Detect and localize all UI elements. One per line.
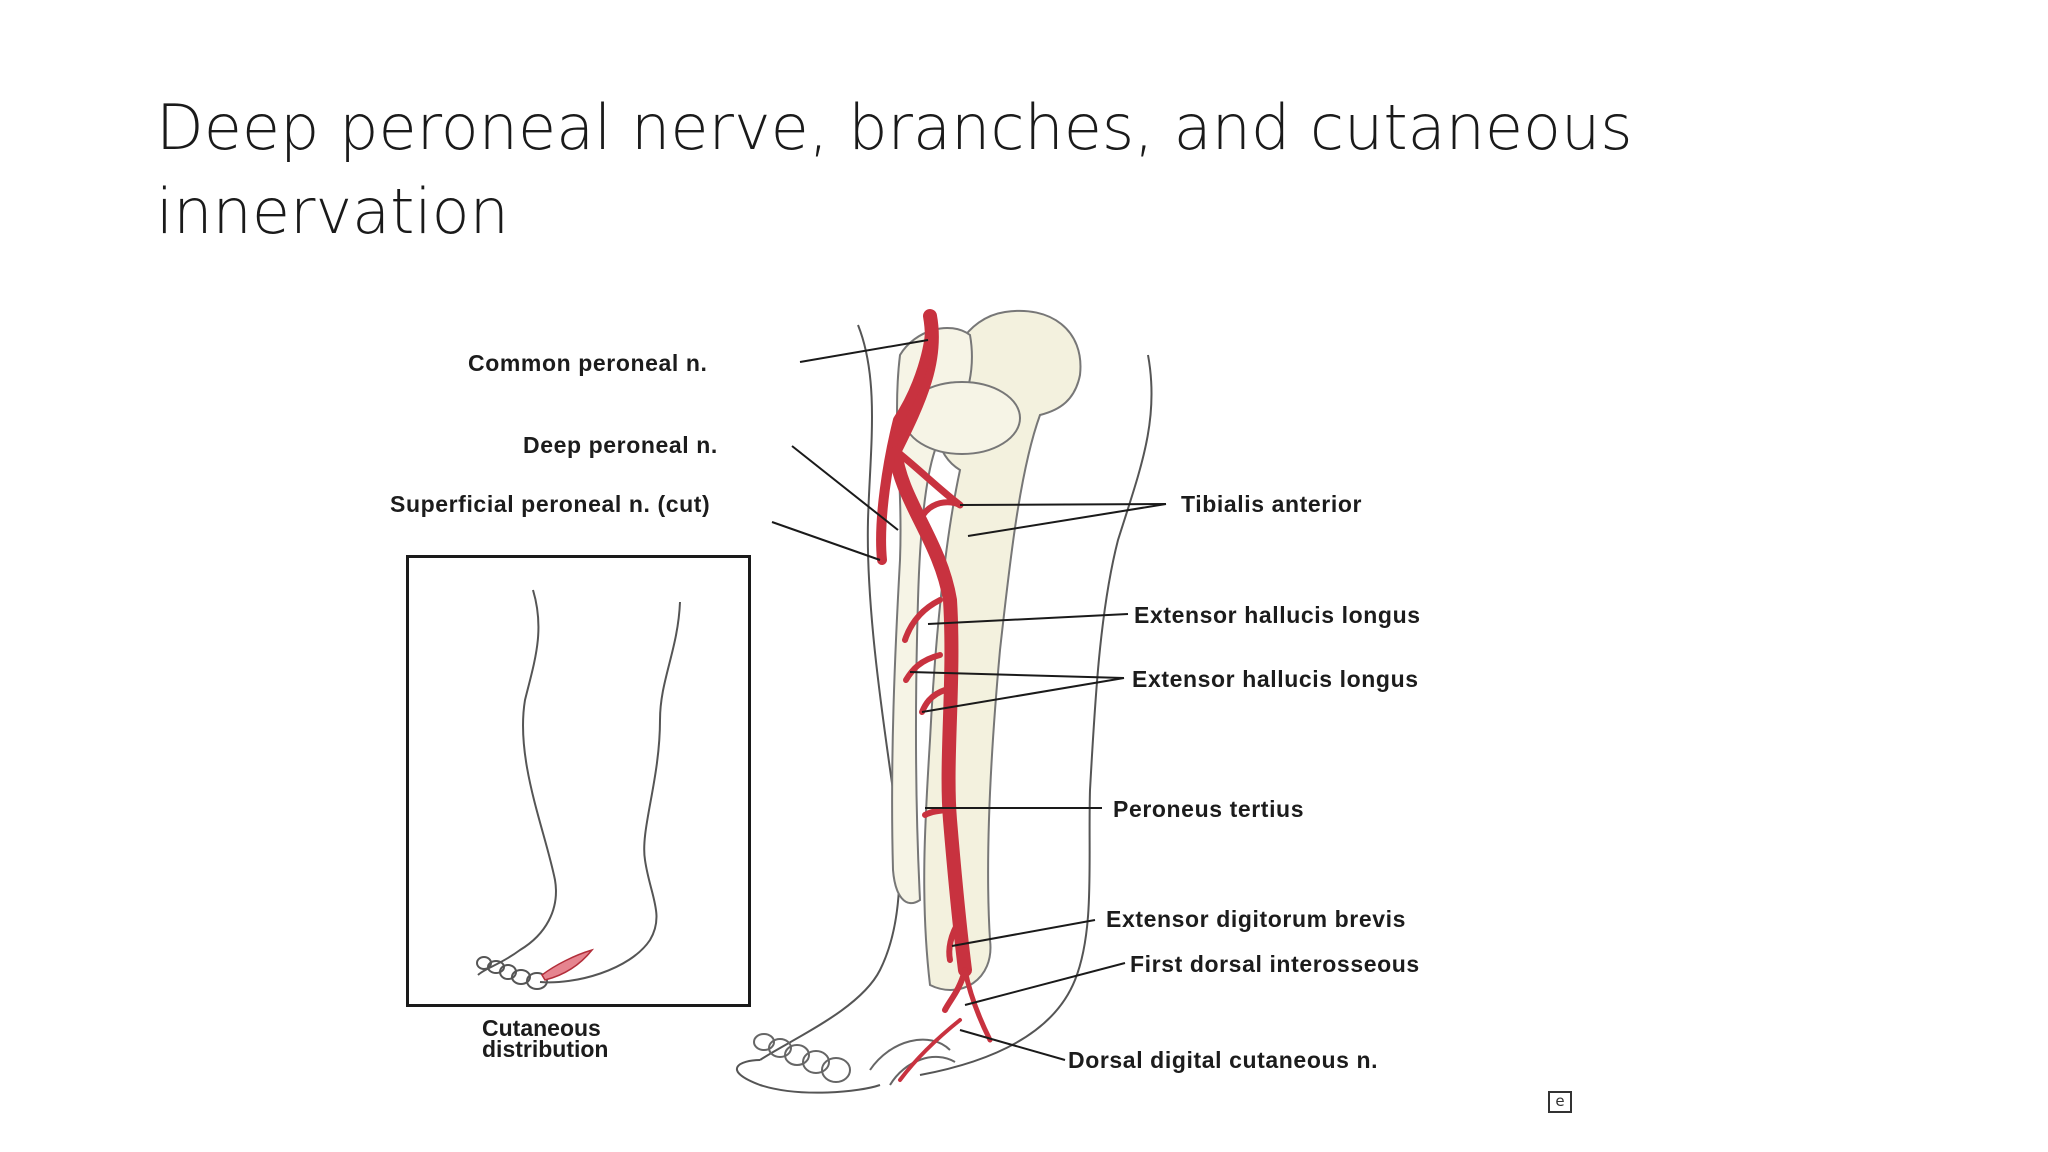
slide-title-line-2: innervation bbox=[156, 175, 509, 248]
label-dorsal-digital-cutaneous: Dorsal digital cutaneous n. bbox=[1068, 1047, 1379, 1073]
label-common-peroneal: Common peroneal n. bbox=[468, 350, 708, 376]
inset-caption: Cutaneous distribution bbox=[482, 1015, 609, 1062]
tibia-bone bbox=[891, 309, 1082, 991]
leg-outline bbox=[735, 324, 1153, 1094]
slide-title-line-1: Deep peroneal nerve, branches, and cutan… bbox=[156, 91, 1633, 164]
deep-peroneal-nerve bbox=[876, 309, 993, 1082]
slide-title: Deep peroneal nerve, branches, and cutan… bbox=[156, 86, 1856, 254]
label-superficial-peroneal: Superficial peroneal n. (cut) bbox=[390, 491, 711, 517]
foot-toes bbox=[753, 1033, 956, 1086]
label-extensor-hallucis-longus-1: Extensor hallucis longus bbox=[1134, 602, 1421, 628]
label-extensor-digitorum-brevis: Extensor digitorum brevis bbox=[1106, 906, 1407, 932]
inset-leg-drawing bbox=[476, 589, 681, 990]
label-extensor-hallucis-longus-2: Extensor hallucis longus bbox=[1132, 666, 1419, 692]
label-deep-peroneal: Deep peroneal n. bbox=[523, 432, 718, 458]
leader-lines bbox=[771, 339, 1167, 1061]
watermark-icon: e bbox=[1548, 1091, 1572, 1113]
cutaneous-area bbox=[541, 948, 595, 981]
label-peroneus-tertius: Peroneus tertius bbox=[1113, 796, 1305, 822]
label-tibialis-anterior: Tibialis anterior bbox=[1181, 491, 1363, 517]
inset-frame bbox=[406, 555, 751, 1007]
inset-caption-line-2: distribution bbox=[482, 1036, 609, 1062]
label-first-dorsal-interosseous: First dorsal interosseous bbox=[1130, 951, 1420, 977]
inset-caption-line-1: Cutaneous bbox=[482, 1015, 601, 1041]
